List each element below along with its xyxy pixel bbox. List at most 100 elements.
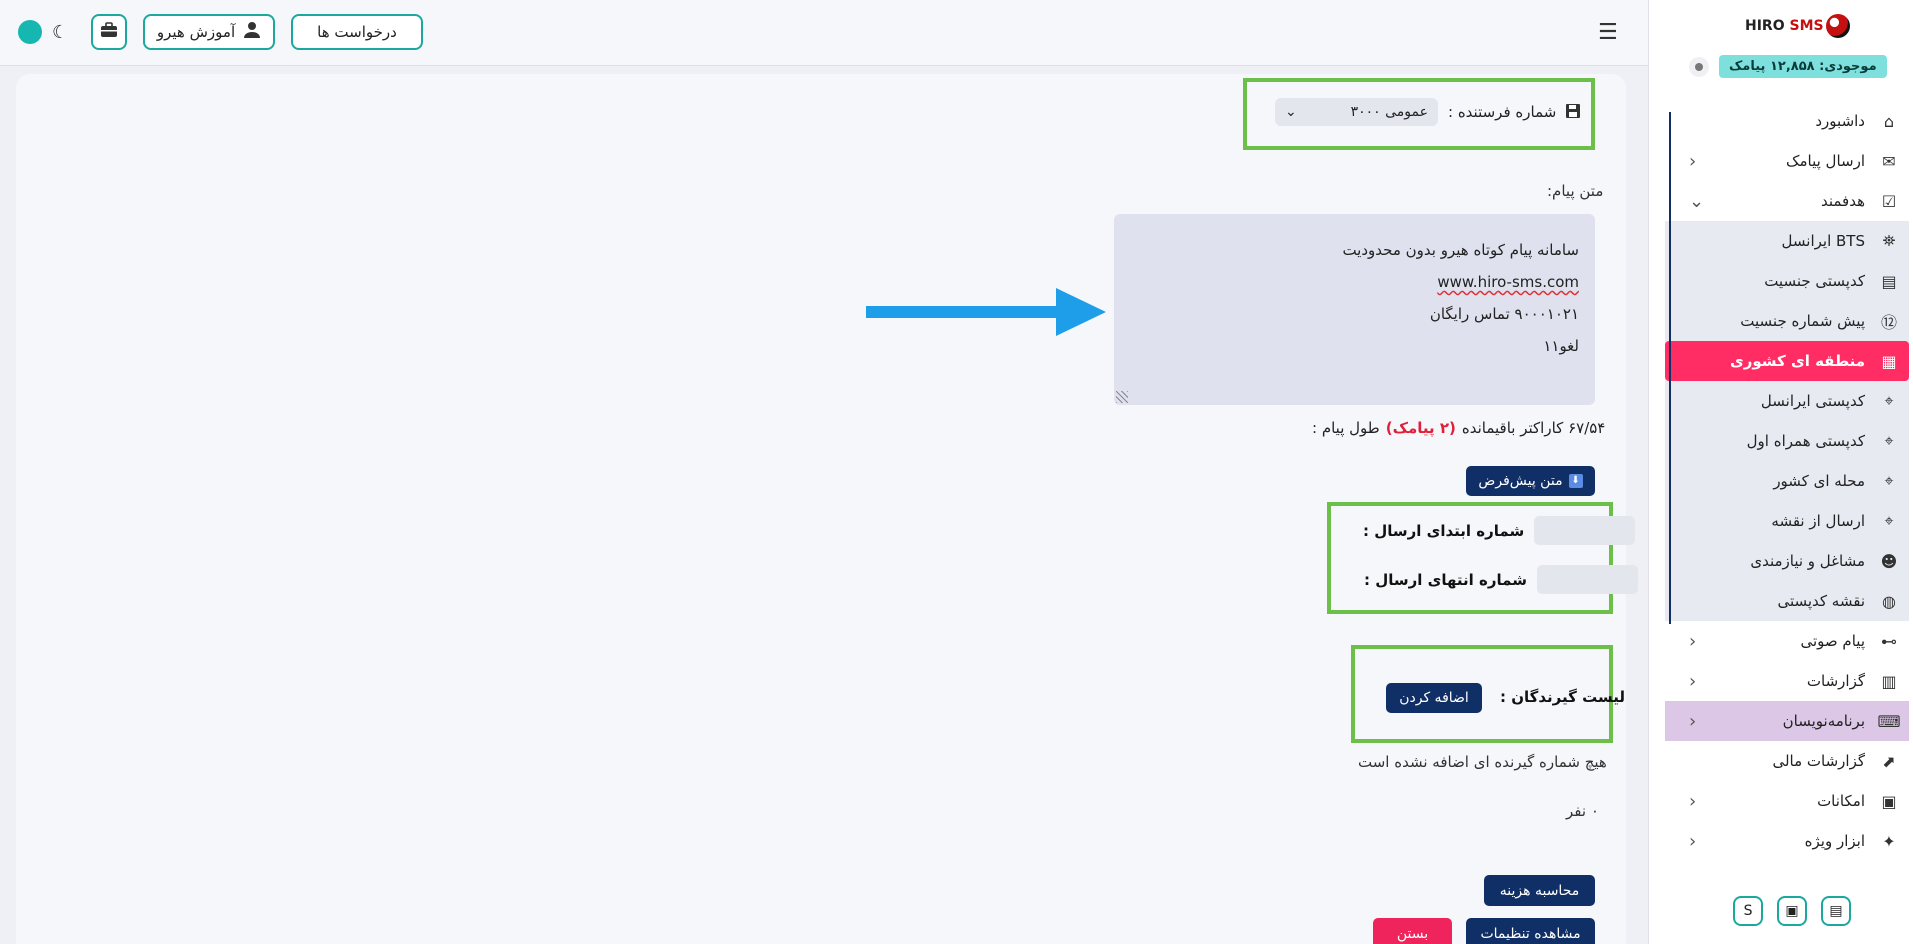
- recipients-label: لیست گیرندگان :: [1500, 688, 1625, 706]
- home-icon: ⌂: [1883, 111, 1895, 131]
- save-icon: [1566, 103, 1581, 122]
- calculate-cost-button[interactable]: محاسبه هزینه: [1484, 875, 1595, 906]
- sender-select[interactable]: عمومی ۳۰۰۰ ⌄: [1275, 98, 1438, 126]
- sidebar-item-label: داشبورد: [1815, 112, 1865, 130]
- globe-icon: ◍: [1882, 591, 1896, 611]
- calendar-icon[interactable]: ▤: [1821, 896, 1851, 926]
- sidebar-item-label: نقشه کدپستی: [1777, 592, 1865, 610]
- logo-prefix: HIRO: [1745, 18, 1785, 34]
- range-start-label: شماره ابتدای ارسال :: [1363, 521, 1525, 540]
- balance-row: موجودی: ۱۲,۸۵۸ پیامک: [1689, 55, 1887, 78]
- default-text-label: متن پیش‌فرض: [1478, 473, 1563, 489]
- sidebar-item-features[interactable]: ▣ امکانات ‹: [1665, 781, 1909, 821]
- chevron-left-icon: ‹: [1689, 830, 1697, 852]
- map-pin-icon: ⌖: [1884, 431, 1894, 450]
- range-end-row: شماره انتهای ارسال :: [1364, 565, 1638, 594]
- sidebar-item-reports[interactable]: ▥ گزارشات ‹: [1665, 661, 1909, 701]
- default-text-button[interactable]: ⬇ متن پیش‌فرض: [1466, 466, 1595, 496]
- sidebar-item-label: گزارشات: [1806, 672, 1865, 690]
- chevron-left-icon: ‹: [1689, 670, 1697, 692]
- sidebar-item-bts-irancell[interactable]: ⛯ BTS ایرانسل: [1665, 221, 1909, 261]
- report-icon: ▥: [1881, 671, 1897, 691]
- features-icon: ▣: [1881, 791, 1897, 811]
- sidebar-item-label: ابزار ویژه: [1804, 832, 1865, 850]
- contact-card-icon[interactable]: ▣: [1777, 896, 1807, 926]
- range-end-input[interactable]: [1536, 565, 1638, 594]
- chevron-left-icon: ‹: [1689, 790, 1697, 812]
- sidebar-item-finance[interactable]: ⬈ گزارشات مالی: [1665, 741, 1909, 781]
- sidebar-item-label: کدپستی همراه اول: [1746, 432, 1865, 450]
- user-icon: [243, 21, 261, 43]
- sidebar-item-label: هدفمند: [1820, 192, 1865, 210]
- sender-row: شماره فرستنده : عمومی ۳۰۰۰ ⌄: [1275, 98, 1581, 126]
- message-length: ۶۷/۵۴ کاراکتر باقیمانده (۲ پیامک) طول پی…: [1312, 419, 1605, 437]
- sidebar-menu: ⌂ داشبورد ✉ ارسال پیامک ‹ ☑ هدفمند ⌄ ⛯ B…: [1665, 101, 1909, 861]
- sidebar-item-developers[interactable]: ⌨ برنامه‌نویسان ‹: [1665, 701, 1909, 741]
- message-line: سامانه پیام کوتاه هیرو بدون محدودیت: [1342, 241, 1579, 259]
- sidebar-item-label: محله ای کشور: [1773, 472, 1865, 490]
- targeted-submenu: ⛯ BTS ایرانسل ▤ کدپستی جنسیت ⑫ پیش شماره…: [1665, 221, 1909, 621]
- highlight-recipients: [1351, 645, 1613, 743]
- sidebar-item-regional[interactable]: ▦ منطقه ای کشوری: [1665, 341, 1909, 381]
- menu-rail: [1669, 112, 1671, 624]
- requests-label: درخواست ها: [317, 23, 397, 41]
- sidebar-item-postal-map[interactable]: ◍ نقشه کدپستی: [1665, 581, 1909, 621]
- add-recipient-button[interactable]: اضافه کردن: [1386, 683, 1482, 713]
- length-sms-count: (۲ پیامک): [1385, 419, 1456, 437]
- chevron-down-icon: ⌄: [1285, 104, 1297, 120]
- sidebar-item-prefix-gender[interactable]: ⑫ پیش شماره جنسیت: [1665, 301, 1909, 341]
- balance-toggle-icon[interactable]: [1689, 56, 1709, 77]
- highlight-sender: [1243, 78, 1595, 150]
- chevron-down-icon: ⌄: [1689, 190, 1705, 212]
- insert-icon: ⬇: [1568, 474, 1583, 488]
- sidebar-item-jobs[interactable]: ☻ مشاغل و نیازمندی: [1665, 541, 1909, 581]
- close-button[interactable]: بستن: [1373, 918, 1452, 944]
- code-icon: ⌨: [1877, 711, 1901, 731]
- range-start-row: شماره ابتدای ارسال :: [1363, 516, 1636, 545]
- sidebar-item-label: پیش شماره جنسیت: [1740, 312, 1865, 330]
- top-bar: درخواست ها آموزش هیرو ☾ ☰: [0, 0, 1648, 66]
- sender-value: عمومی ۳۰۰۰: [1350, 104, 1428, 120]
- logo-icon: [1825, 14, 1850, 38]
- sidebar-bottom-icons: ▤ ▣ S: [1733, 896, 1851, 926]
- sidebar-item-neighborhood[interactable]: ⌖ محله ای کشور: [1665, 461, 1909, 501]
- training-button[interactable]: آموزش هیرو: [143, 14, 275, 50]
- message-label: متن پیام:: [1547, 182, 1604, 200]
- sidebar-item-label: BTS ایرانسل: [1781, 232, 1865, 250]
- id-card-icon: ▤: [1881, 271, 1897, 291]
- message-line: ۹۰۰۰۱۰۲۱ تماس رایگان: [1429, 305, 1579, 323]
- length-suffix: ۶۷/۵۴ کاراکتر باقیمانده: [1461, 419, 1606, 437]
- briefcase-icon: [100, 22, 118, 42]
- requests-button[interactable]: درخواست ها: [291, 14, 423, 50]
- sidebar-item-send-sms[interactable]: ✉ ارسال پیامک ‹: [1665, 141, 1909, 181]
- message-line: www.hiro-sms.com: [1437, 273, 1579, 291]
- antenna-icon: ⛯: [1882, 231, 1896, 250]
- sidebar-item-send-from-map[interactable]: ⌖ ارسال از نقشه: [1665, 501, 1909, 541]
- sidebar-item-label: کدپستی جنسیت: [1764, 272, 1865, 290]
- range-end-label: شماره انتهای ارسال :: [1364, 570, 1527, 589]
- chevron-left-icon: ‹: [1689, 150, 1697, 172]
- sidebar-item-postal-mci[interactable]: ⌖ کدپستی همراه اول: [1665, 421, 1909, 461]
- sidebar-item-special-tools[interactable]: ✦ ابزار ویژه ‹: [1665, 821, 1909, 861]
- training-label: آموزش هیرو: [156, 23, 236, 41]
- message-textarea[interactable]: سامانه پیام کوتاه هیرو بدون محدودیت www.…: [1114, 214, 1595, 405]
- sidebar-item-label: امکانات: [1817, 792, 1865, 810]
- recipient-count: ۰ نفر: [1566, 802, 1599, 820]
- resize-handle[interactable]: [1116, 391, 1128, 403]
- map-pin-icon: ⌖: [1884, 511, 1894, 530]
- sidebar-item-targeted[interactable]: ☑ هدفمند ⌄: [1665, 181, 1909, 221]
- range-start-input[interactable]: [1534, 516, 1636, 545]
- sidebar-item-postal-gender[interactable]: ▤ کدپستی جنسیت: [1665, 261, 1909, 301]
- sidebar-item-postal-irancell[interactable]: ⌖ کدپستی ایرانسل: [1665, 381, 1909, 421]
- theme-toggle[interactable]: ☾: [18, 20, 68, 44]
- s-icon[interactable]: S: [1733, 896, 1763, 926]
- hamburger-icon[interactable]: ☰: [1598, 20, 1618, 45]
- sidebar-item-dashboard[interactable]: ⌂ داشبورد: [1665, 101, 1909, 141]
- sidebar: HIRO SMS موجودی: ۱۲,۸۵۸ پیامک ⌂ داشبورد …: [1648, 0, 1913, 944]
- sidebar-item-voice[interactable]: ⊶ پیام صوتی ‹: [1665, 621, 1909, 661]
- sender-label: شماره فرستنده :: [1448, 103, 1557, 121]
- view-settings-button[interactable]: مشاهده تنظیمات: [1466, 918, 1595, 944]
- map-pin-icon: ⌖: [1884, 391, 1894, 410]
- sms-icon: ✉: [1882, 151, 1896, 171]
- briefcase-button[interactable]: [91, 14, 127, 50]
